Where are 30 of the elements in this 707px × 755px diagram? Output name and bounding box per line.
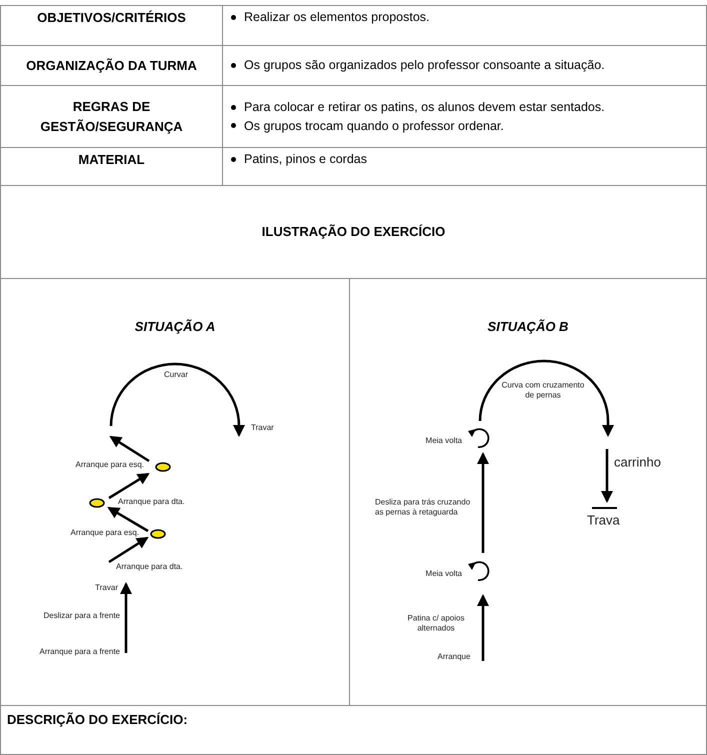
illustration-label: Arranque para dta. <box>118 496 185 508</box>
illustration-label: Travar <box>251 422 274 434</box>
illustration-label: Arranque para a frente <box>40 646 120 658</box>
illustration-label: Meia volta <box>426 568 462 580</box>
illustration-label: Patina c/ apoios alternados <box>406 614 466 634</box>
illustration-label: Desliza para trás cruzando as pernas à retaguarda <box>375 498 472 518</box>
section-heading: ILUSTRAÇÃO DO EXERCÍCIO <box>262 223 446 242</box>
illustration-label: Curvar <box>164 370 188 380</box>
bullet-item: Realizar os elementos propostos. <box>244 9 430 26</box>
row-heading: OBJETIVOS/CRITÉRIOS <box>37 9 186 27</box>
bullet-item: Para colocar e retirar os patins, os alunos devem estar sentados. <box>244 98 605 116</box>
illustration-label: Meia volta <box>426 436 462 446</box>
bullet-item: Patins, pinos e cordas <box>244 151 367 168</box>
situation-title: SITUAÇÃO A <box>134 319 216 334</box>
illustration-label: Arranque para dta. <box>116 562 183 572</box>
illustration-label: Curva com cruzamento de pernas <box>500 380 586 402</box>
illustration-label: Deslizar para a frente <box>44 610 120 622</box>
row-heading: MATERIAL <box>78 151 145 169</box>
row-heading: ORGANIZAÇÃO DA TURMA <box>26 56 197 75</box>
illustration-label: Travar <box>95 582 118 594</box>
row-heading: REGRAS DE GESTÃO/SEGURANÇA <box>39 98 184 136</box>
bullet-item: Os grupos são organizados pelo professor consoante a situação. <box>244 57 605 74</box>
illustration-label: carrinho <box>614 454 661 472</box>
section-heading: DESCRIÇÃO DO EXERCÍCIO: <box>7 711 188 729</box>
situation-title: SITUAÇÃO B <box>488 319 568 334</box>
illustration-label: Trava <box>587 512 620 530</box>
bullet-item: Os grupos trocam quando o professor ordenar. <box>244 118 504 135</box>
illustration-label: Arranque <box>438 652 470 662</box>
illustration-label: Arranque para esq. <box>76 460 144 470</box>
illustration-label: Arranque para esq. <box>70 528 139 538</box>
